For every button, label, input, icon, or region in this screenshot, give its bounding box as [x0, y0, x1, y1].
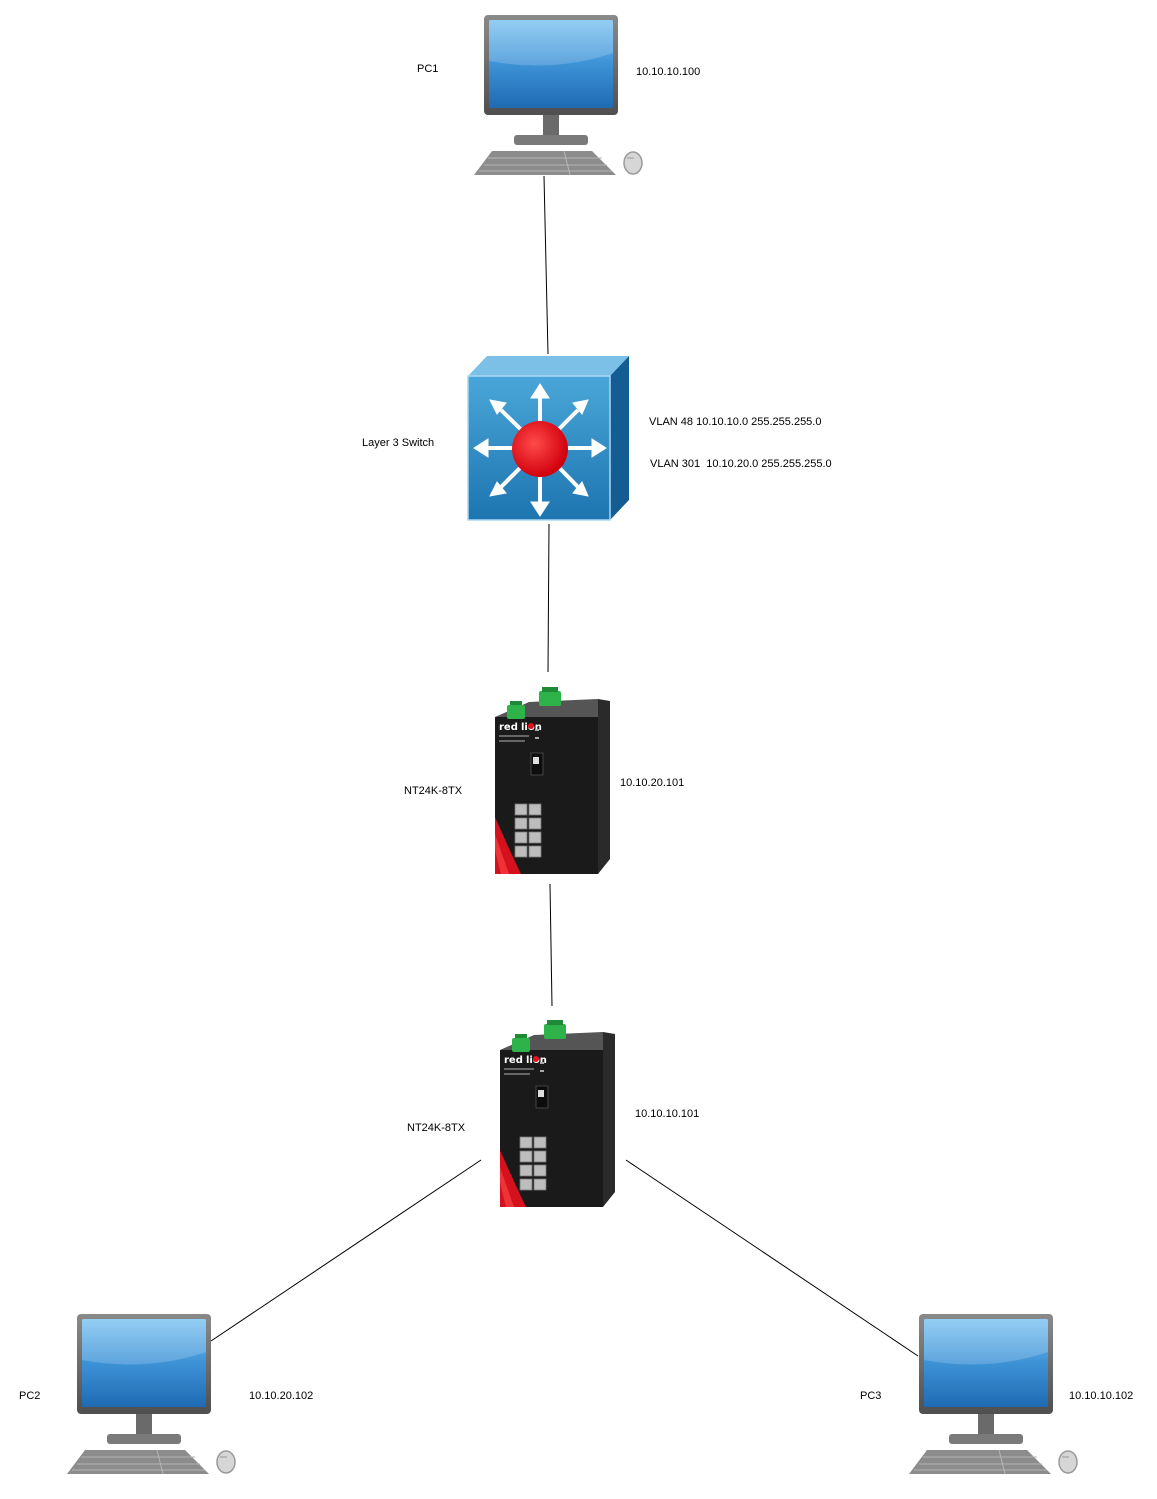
switch1-ip-label: 10.10.20.101	[620, 777, 685, 789]
vlan-301-label: VLAN 301 10.10.20.0 255.255.255.0	[650, 458, 832, 470]
pc2-desktop-icon[interactable]	[66, 1313, 236, 1475]
nt24k-8tx-switch-2-icon[interactable]	[499, 1019, 616, 1208]
pc2-name-label: PC2	[19, 1390, 41, 1402]
link-switch2-pc2	[210, 1159, 482, 1342]
vlan-48-label: VLAN 48 10.10.10.0 255.255.255.0	[649, 416, 822, 428]
link-pc1-l3switch	[543, 175, 549, 355]
pc2-ip-label: 10.10.20.102	[249, 1390, 314, 1402]
switch1-name-label: NT24K-8TX	[404, 785, 463, 797]
link-l3switch-switch1	[547, 523, 550, 673]
pc3-desktop-icon[interactable]	[908, 1313, 1078, 1475]
link-switch1-switch2	[549, 883, 553, 1007]
layer3-switch-name-label: Layer 3 Switch	[362, 437, 435, 449]
switch2-ip-label: 10.10.10.101	[635, 1108, 700, 1120]
pc3-ip-label: 10.10.10.102	[1069, 1390, 1134, 1402]
layer3-switch-icon[interactable]	[467, 356, 629, 521]
links	[210, 175, 919, 1357]
pc1-desktop-icon[interactable]	[473, 14, 643, 176]
pc3-name-label: PC3	[860, 1390, 882, 1402]
pc1-name-label: PC1	[417, 63, 439, 75]
pc1-ip-label: 10.10.10.100	[636, 66, 701, 78]
link-switch2-pc3	[625, 1159, 919, 1357]
nt24k-8tx-switch-1-icon[interactable]	[494, 686, 611, 875]
switch2-name-label: NT24K-8TX	[407, 1122, 466, 1134]
